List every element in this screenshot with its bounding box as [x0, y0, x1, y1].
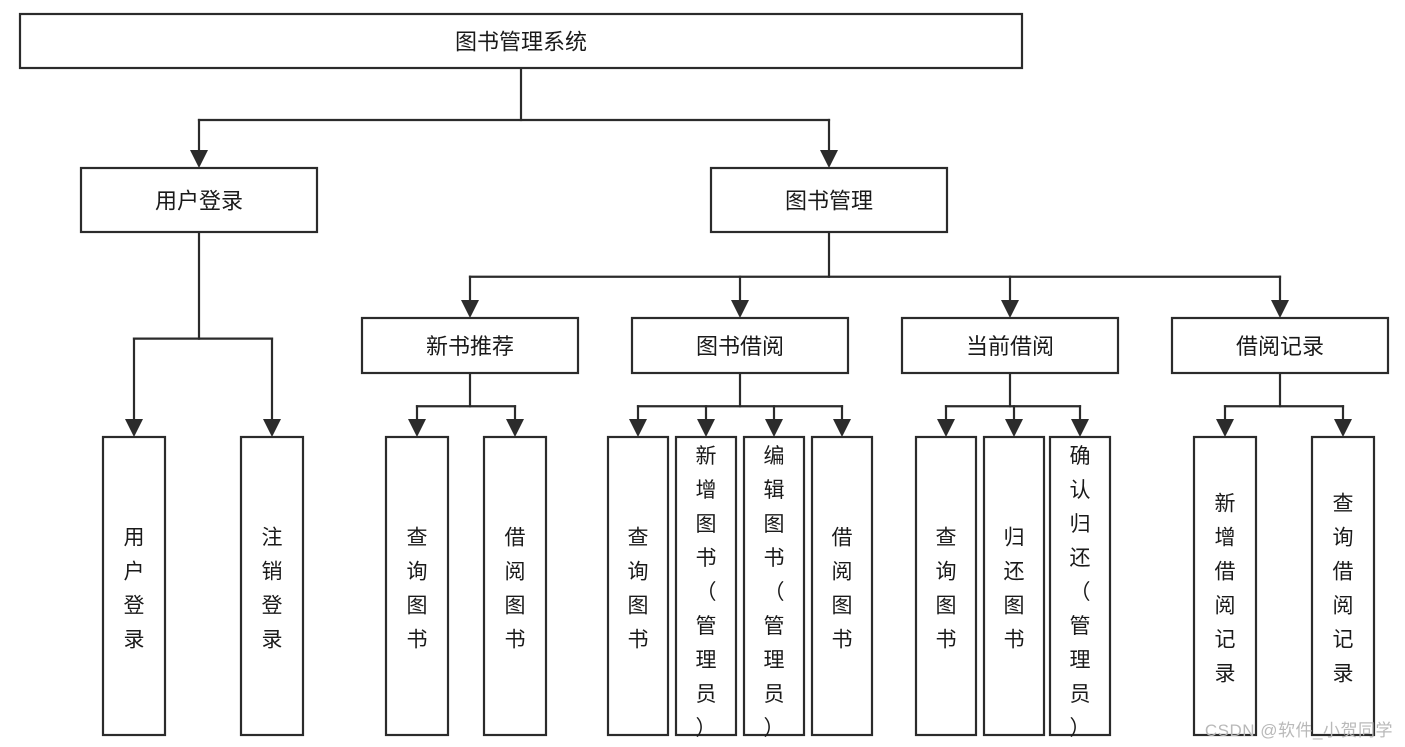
node-box[interactable] — [482, 435, 548, 737]
arrow-head-icon — [1334, 419, 1352, 437]
arrow-head-icon — [125, 419, 143, 437]
arrow-head-icon — [629, 419, 647, 437]
edge-layer — [125, 66, 1352, 437]
node-label: 用户登录 — [124, 527, 145, 652]
node-box[interactable] — [1310, 435, 1376, 737]
node-box[interactable] — [900, 316, 1120, 375]
arrow-head-icon — [263, 419, 281, 437]
node-box[interactable] — [79, 166, 319, 234]
node-label: 新增图书（管理员） — [696, 445, 717, 740]
node-book-manage[interactable]: 图书管理 — [709, 166, 949, 234]
node-label: 新增借阅记录 — [1215, 493, 1236, 686]
node-label: 编辑图书（管理员） — [764, 445, 785, 740]
node-box[interactable] — [360, 316, 580, 375]
node-leaf-query-book-2[interactable]: 查询图书 — [606, 435, 670, 737]
node-box[interactable] — [239, 435, 305, 737]
node-box[interactable] — [674, 435, 738, 737]
node-label: 图书借阅 — [696, 334, 784, 359]
node-box[interactable] — [101, 435, 167, 737]
node-label: 图书管理系统 — [455, 30, 587, 55]
node-leaf-edit-book[interactable]: 编辑图书（管理员） — [742, 435, 806, 740]
node-current-borrow[interactable]: 当前借阅 — [900, 316, 1120, 375]
node-box[interactable] — [606, 435, 670, 737]
node-leaf-borrow-book-2[interactable]: 借阅图书 — [810, 435, 874, 737]
node-book-borrow[interactable]: 图书借阅 — [630, 316, 850, 375]
watermark-text: CSDN @软件_小贺同学 — [1204, 721, 1393, 740]
node-box[interactable] — [742, 435, 806, 737]
node-layer: 图书管理系统用户登录图书管理新书推荐图书借阅当前借阅借阅记录用户登录注销登录查询… — [18, 12, 1390, 740]
node-leaf-query-record[interactable]: 查询借阅记录 — [1310, 435, 1376, 737]
node-label: 归还图书 — [1004, 527, 1025, 652]
node-box[interactable] — [18, 12, 1024, 70]
arrow-head-icon — [820, 150, 838, 168]
node-label: 查询图书 — [628, 527, 649, 652]
arrow-head-icon — [506, 419, 524, 437]
node-box[interactable] — [914, 435, 978, 737]
arrow-head-icon — [408, 419, 426, 437]
node-label: 用户登录 — [155, 189, 243, 214]
arrow-head-icon — [1005, 419, 1023, 437]
node-label: 确认归还（管理员） — [1070, 445, 1091, 740]
node-label: 图书管理 — [785, 189, 873, 214]
node-label: 查询借阅记录 — [1333, 493, 1354, 686]
node-new-book-recommend[interactable]: 新书推荐 — [360, 316, 580, 375]
arrow-head-icon — [461, 300, 479, 318]
node-leaf-confirm-return[interactable]: 确认归还（管理员） — [1048, 435, 1112, 740]
node-box[interactable] — [810, 435, 874, 737]
arrow-head-icon — [731, 300, 749, 318]
arrow-head-icon — [1216, 419, 1234, 437]
node-leaf-query-book-1[interactable]: 查询图书 — [384, 435, 450, 737]
arrow-head-icon — [1001, 300, 1019, 318]
arrow-head-icon — [697, 419, 715, 437]
node-leaf-return-book[interactable]: 归还图书 — [982, 435, 1046, 737]
node-box[interactable] — [1048, 435, 1112, 737]
node-label: 注销登录 — [262, 527, 283, 652]
node-leaf-logout[interactable]: 注销登录 — [239, 435, 305, 737]
arrow-head-icon — [937, 419, 955, 437]
node-label: 新书推荐 — [426, 334, 514, 359]
arrow-head-icon — [190, 150, 208, 168]
node-leaf-query-book-3[interactable]: 查询图书 — [914, 435, 978, 737]
node-label: 查询图书 — [407, 527, 428, 652]
node-box[interactable] — [384, 435, 450, 737]
node-box[interactable] — [709, 166, 949, 234]
arrow-head-icon — [765, 419, 783, 437]
node-leaf-add-book[interactable]: 新增图书（管理员） — [674, 435, 738, 740]
node-borrow-record[interactable]: 借阅记录 — [1170, 316, 1390, 375]
node-label: 借阅图书 — [505, 527, 526, 652]
node-box[interactable] — [982, 435, 1046, 737]
node-leaf-user-login[interactable]: 用户登录 — [101, 435, 167, 737]
node-label: 借阅图书 — [832, 527, 853, 652]
node-leaf-borrow-book-1[interactable]: 借阅图书 — [482, 435, 548, 737]
arrow-head-icon — [1271, 300, 1289, 318]
node-root[interactable]: 图书管理系统 — [18, 12, 1024, 70]
node-box[interactable] — [1192, 435, 1258, 737]
node-leaf-add-record[interactable]: 新增借阅记录 — [1192, 435, 1258, 737]
node-box[interactable] — [1170, 316, 1390, 375]
node-label: 查询图书 — [936, 527, 957, 652]
node-label: 当前借阅 — [966, 334, 1054, 359]
node-user-login[interactable]: 用户登录 — [79, 166, 319, 234]
node-label: 借阅记录 — [1236, 334, 1324, 359]
arrow-head-icon — [1071, 419, 1089, 437]
node-box[interactable] — [630, 316, 850, 375]
arrow-head-icon — [833, 419, 851, 437]
